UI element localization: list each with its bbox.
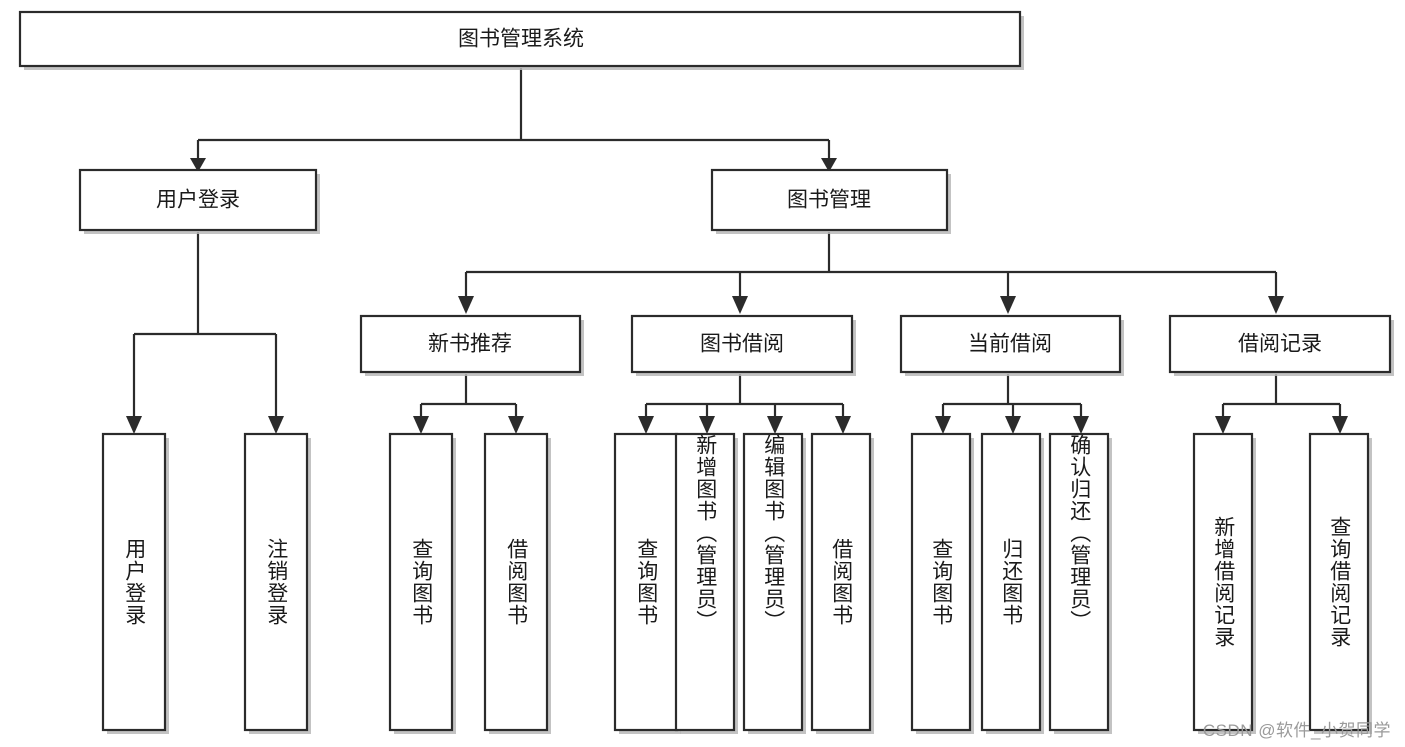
leaf-box-1[interactable] [101, 432, 167, 732]
node-book-borrow-label: 图书借阅 [700, 333, 784, 356]
arrow-book-mgmt-to-records [1268, 296, 1284, 314]
node-user-login[interactable]: 用户登录 [78, 168, 320, 234]
arrow-current-to-leaf-2 [1005, 416, 1021, 434]
node-book-management[interactable]: 图书管理 [710, 168, 951, 234]
leaf-box-8[interactable] [810, 432, 872, 732]
arrow-borrow-to-leaf-3 [767, 416, 783, 434]
arrow-borrow-to-leaf-1 [638, 416, 654, 434]
arrow-records-to-leaf-1 [1215, 416, 1231, 434]
arrow-current-to-leaf-3 [1073, 416, 1089, 434]
node-user-login-box[interactable] [78, 168, 318, 232]
arrow-root-to-book-mgmt [821, 158, 837, 172]
node-borrow-records[interactable]: 借阅记录 [1168, 314, 1394, 376]
arrow-current-to-leaf-1 [935, 416, 951, 434]
leaf-box-5[interactable] [613, 432, 679, 732]
arrow-records-to-leaf-2 [1332, 416, 1348, 434]
arrow-book-mgmt-to-borrow [732, 296, 748, 314]
arrow-borrow-to-leaf-2 [699, 416, 715, 434]
leaf-box-4[interactable] [483, 432, 549, 732]
node-current-borrow-box[interactable] [899, 314, 1122, 374]
arrow-user-login-to-leaf-2 [268, 416, 284, 434]
node-new-book-recommend[interactable]: 新书推荐 [359, 314, 584, 376]
arrow-newbook-to-leaf-2 [508, 416, 524, 434]
leaf-box-6[interactable] [674, 432, 736, 732]
leaf-box-12[interactable] [1192, 432, 1254, 732]
arrow-newbook-to-leaf-1 [413, 416, 429, 434]
node-root-box[interactable] [18, 10, 1022, 68]
leaf-box-9[interactable] [910, 432, 972, 732]
node-user-login-label: 用户登录 [156, 189, 240, 212]
node-root[interactable]: 图书管理系统 [18, 10, 1024, 70]
node-current-borrow-label: 当前借阅 [968, 333, 1052, 356]
connectors [126, 68, 1348, 434]
node-book-borrow[interactable]: 图书借阅 [630, 314, 856, 376]
node-borrow-records-label: 借阅记录 [1238, 333, 1322, 356]
watermark-text: CSDN @软件_小贺同学 [1202, 721, 1391, 740]
node-book-management-label: 图书管理 [787, 189, 871, 212]
arrow-user-login-to-leaf-1 [126, 416, 142, 434]
node-new-book-recommend-label: 新书推荐 [428, 333, 512, 356]
leaf-box-2[interactable] [243, 432, 309, 732]
node-borrow-records-box[interactable] [1168, 314, 1392, 374]
leaf-box-13[interactable] [1308, 432, 1370, 732]
arrow-book-mgmt-to-current [1000, 296, 1016, 314]
leaf-box-7[interactable] [742, 432, 804, 732]
arrow-borrow-to-leaf-4 [835, 416, 851, 434]
node-book-management-box[interactable] [710, 168, 949, 232]
leaf-box-10[interactable] [980, 432, 1042, 732]
leaf-boxes [101, 432, 1372, 734]
arrow-book-mgmt-to-newbook [458, 296, 474, 314]
leaf-box-3[interactable] [388, 432, 454, 732]
arrow-root-to-user-login [190, 158, 206, 172]
node-new-book-recommend-box[interactable] [359, 314, 582, 374]
leaf-box-11[interactable] [1048, 432, 1110, 732]
node-root-label: 图书管理系统 [458, 28, 584, 51]
node-book-borrow-box[interactable] [630, 314, 854, 374]
node-current-borrow[interactable]: 当前借阅 [899, 314, 1124, 376]
